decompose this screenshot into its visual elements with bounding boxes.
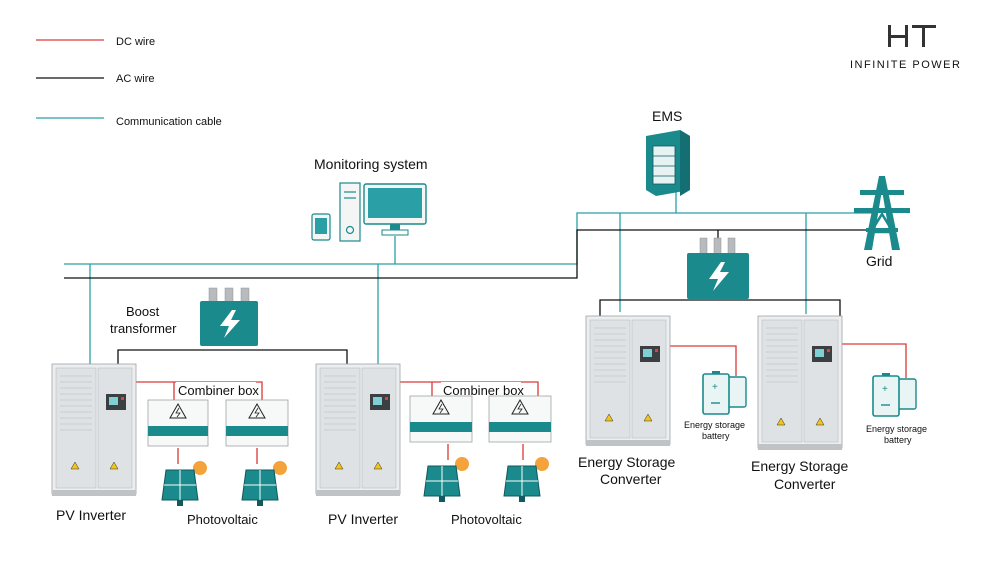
- grid-tower: Grid: [854, 176, 910, 269]
- warning-triangle-icon: [511, 398, 529, 415]
- lightning-icon: [220, 310, 240, 338]
- warning-triangle-icon: [432, 398, 450, 415]
- pv-inverter-left: PV Inverter: [51, 363, 137, 523]
- esc-right-label-line2: Converter: [774, 476, 836, 492]
- legend: DC wire AC wire Communication cable: [36, 36, 222, 128]
- combiner-box: [488, 395, 552, 443]
- solar-panel-icon: [241, 461, 287, 506]
- battery-left-label-line2: battery: [702, 431, 730, 441]
- battery-left-label-line1: Energy storage: [684, 420, 745, 430]
- sun-icon: [193, 461, 207, 475]
- brand-logo: INFINITE POWER: [850, 25, 961, 71]
- sun-icon: [455, 457, 469, 471]
- photovoltaic-right: Photovoltaic: [423, 457, 549, 527]
- combiner-box: [409, 395, 473, 443]
- lightning-icon: [709, 262, 729, 291]
- boost-transformer: Boost transformer: [110, 287, 258, 346]
- energy-storage-battery-right: + Energy storage battery: [866, 373, 927, 445]
- energy-storage-converter-left: Energy Storage Converter: [578, 315, 675, 487]
- battery-plus-sign: +: [882, 384, 888, 395]
- brand-tagline: INFINITE POWER: [850, 59, 961, 71]
- energy-storage-battery-left: + Energy storage battery: [684, 371, 747, 441]
- combiner-boxes-right: Combiner box: [409, 382, 552, 443]
- esc-left-label-line1: Energy Storage: [578, 454, 675, 470]
- ems-server: EMS: [646, 108, 690, 196]
- photovoltaic-right-label: Photovoltaic: [451, 512, 522, 527]
- ac-wires: [64, 229, 877, 364]
- warning-triangle-icon: [169, 402, 187, 419]
- combiner-right-label: Combiner box: [443, 383, 524, 398]
- esc-left-label-line2: Converter: [600, 471, 662, 487]
- pv-inverter-left-label: PV Inverter: [56, 507, 126, 523]
- monitoring-system: Monitoring system: [311, 156, 428, 242]
- ems-label: EMS: [652, 108, 682, 124]
- grid-label: Grid: [866, 253, 892, 269]
- combiner-boxes-left: Combiner box: [147, 382, 289, 447]
- solar-panel-icon: [503, 457, 549, 502]
- sun-icon: [535, 457, 549, 471]
- combiner-box: [147, 399, 209, 447]
- battery-icon: +: [872, 373, 917, 417]
- battery-icon: +: [702, 371, 747, 415]
- photovoltaic-left: Photovoltaic: [161, 461, 287, 527]
- monitoring-label: Monitoring system: [314, 156, 428, 172]
- battery-plus-sign: +: [712, 382, 718, 393]
- photovoltaic-left-label: Photovoltaic: [187, 512, 258, 527]
- battery-right-label-line2: battery: [884, 435, 912, 445]
- boost-label-line2: transformer: [110, 321, 177, 336]
- energy-storage-converter-right: Energy Storage Converter: [751, 315, 848, 492]
- transmission-tower-icon: [854, 176, 910, 250]
- sun-icon: [273, 461, 287, 475]
- warning-triangle-icon: [248, 402, 266, 419]
- esc-right-label-line1: Energy Storage: [751, 458, 848, 474]
- combiner-left-label: Combiner box: [178, 383, 259, 398]
- boost-label-line1: Boost: [126, 304, 160, 319]
- legend-dc-label: DC wire: [116, 36, 155, 48]
- ht-logo-mark: [888, 25, 936, 47]
- storage-transformer: [687, 237, 749, 299]
- legend-comm-label: Communication cable: [116, 116, 222, 128]
- pv-inverter-right: PV Inverter: [315, 363, 401, 527]
- solar-panel-icon: [161, 461, 207, 506]
- solar-panel-icon: [423, 457, 469, 502]
- battery-right-label-line1: Energy storage: [866, 424, 927, 434]
- pv-inverter-right-label: PV Inverter: [328, 511, 398, 527]
- combiner-box: [225, 399, 289, 447]
- legend-ac-label: AC wire: [116, 73, 155, 85]
